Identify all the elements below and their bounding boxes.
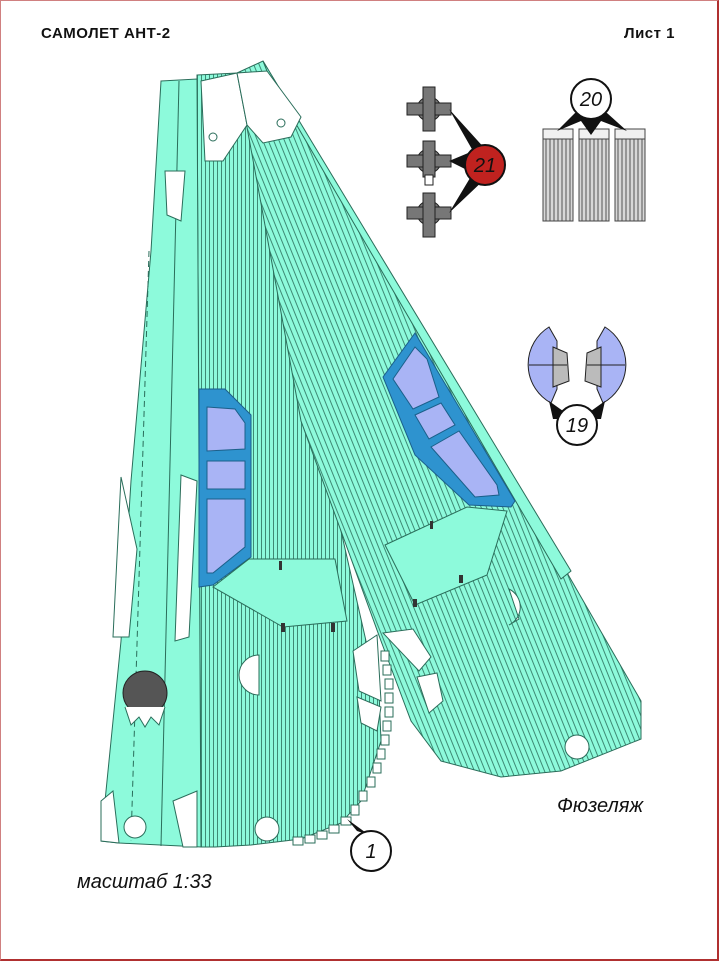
scale-caption: масштаб 1:33 xyxy=(77,871,212,893)
right-window-middle xyxy=(414,402,456,440)
part-20-grille-strips: 20 xyxy=(542,78,646,222)
part-19-lamp-halves: 19 xyxy=(527,326,627,446)
left-door-panel xyxy=(212,558,348,628)
glue-tabs xyxy=(292,650,394,846)
sheet-number: Лист 1 xyxy=(624,25,675,42)
part-1-marker xyxy=(350,830,392,872)
right-window-lower xyxy=(430,430,500,498)
part-21-cylinder-heads: 21 xyxy=(406,86,506,238)
right-door-panel xyxy=(384,506,508,606)
part-19-label: 19 xyxy=(566,415,588,437)
part-21-marker xyxy=(464,144,506,186)
left-window-lower xyxy=(206,498,246,574)
sheet-title: САМОЛЕТ АНТ-2 xyxy=(41,25,171,42)
fuselage-top-strip xyxy=(100,78,202,848)
left-window-upper xyxy=(206,406,246,452)
right-window-upper xyxy=(392,346,440,410)
part-name-caption: Фюзеляж xyxy=(557,795,644,817)
part-20-label: 20 xyxy=(579,89,602,111)
part-1-label: 1 xyxy=(365,841,376,863)
part-20-marker xyxy=(570,78,612,120)
part-19-marker xyxy=(556,404,598,446)
part-21-label: 21 xyxy=(473,155,496,177)
left-window-middle xyxy=(206,460,246,490)
part-1-callout: 1 xyxy=(347,819,392,872)
